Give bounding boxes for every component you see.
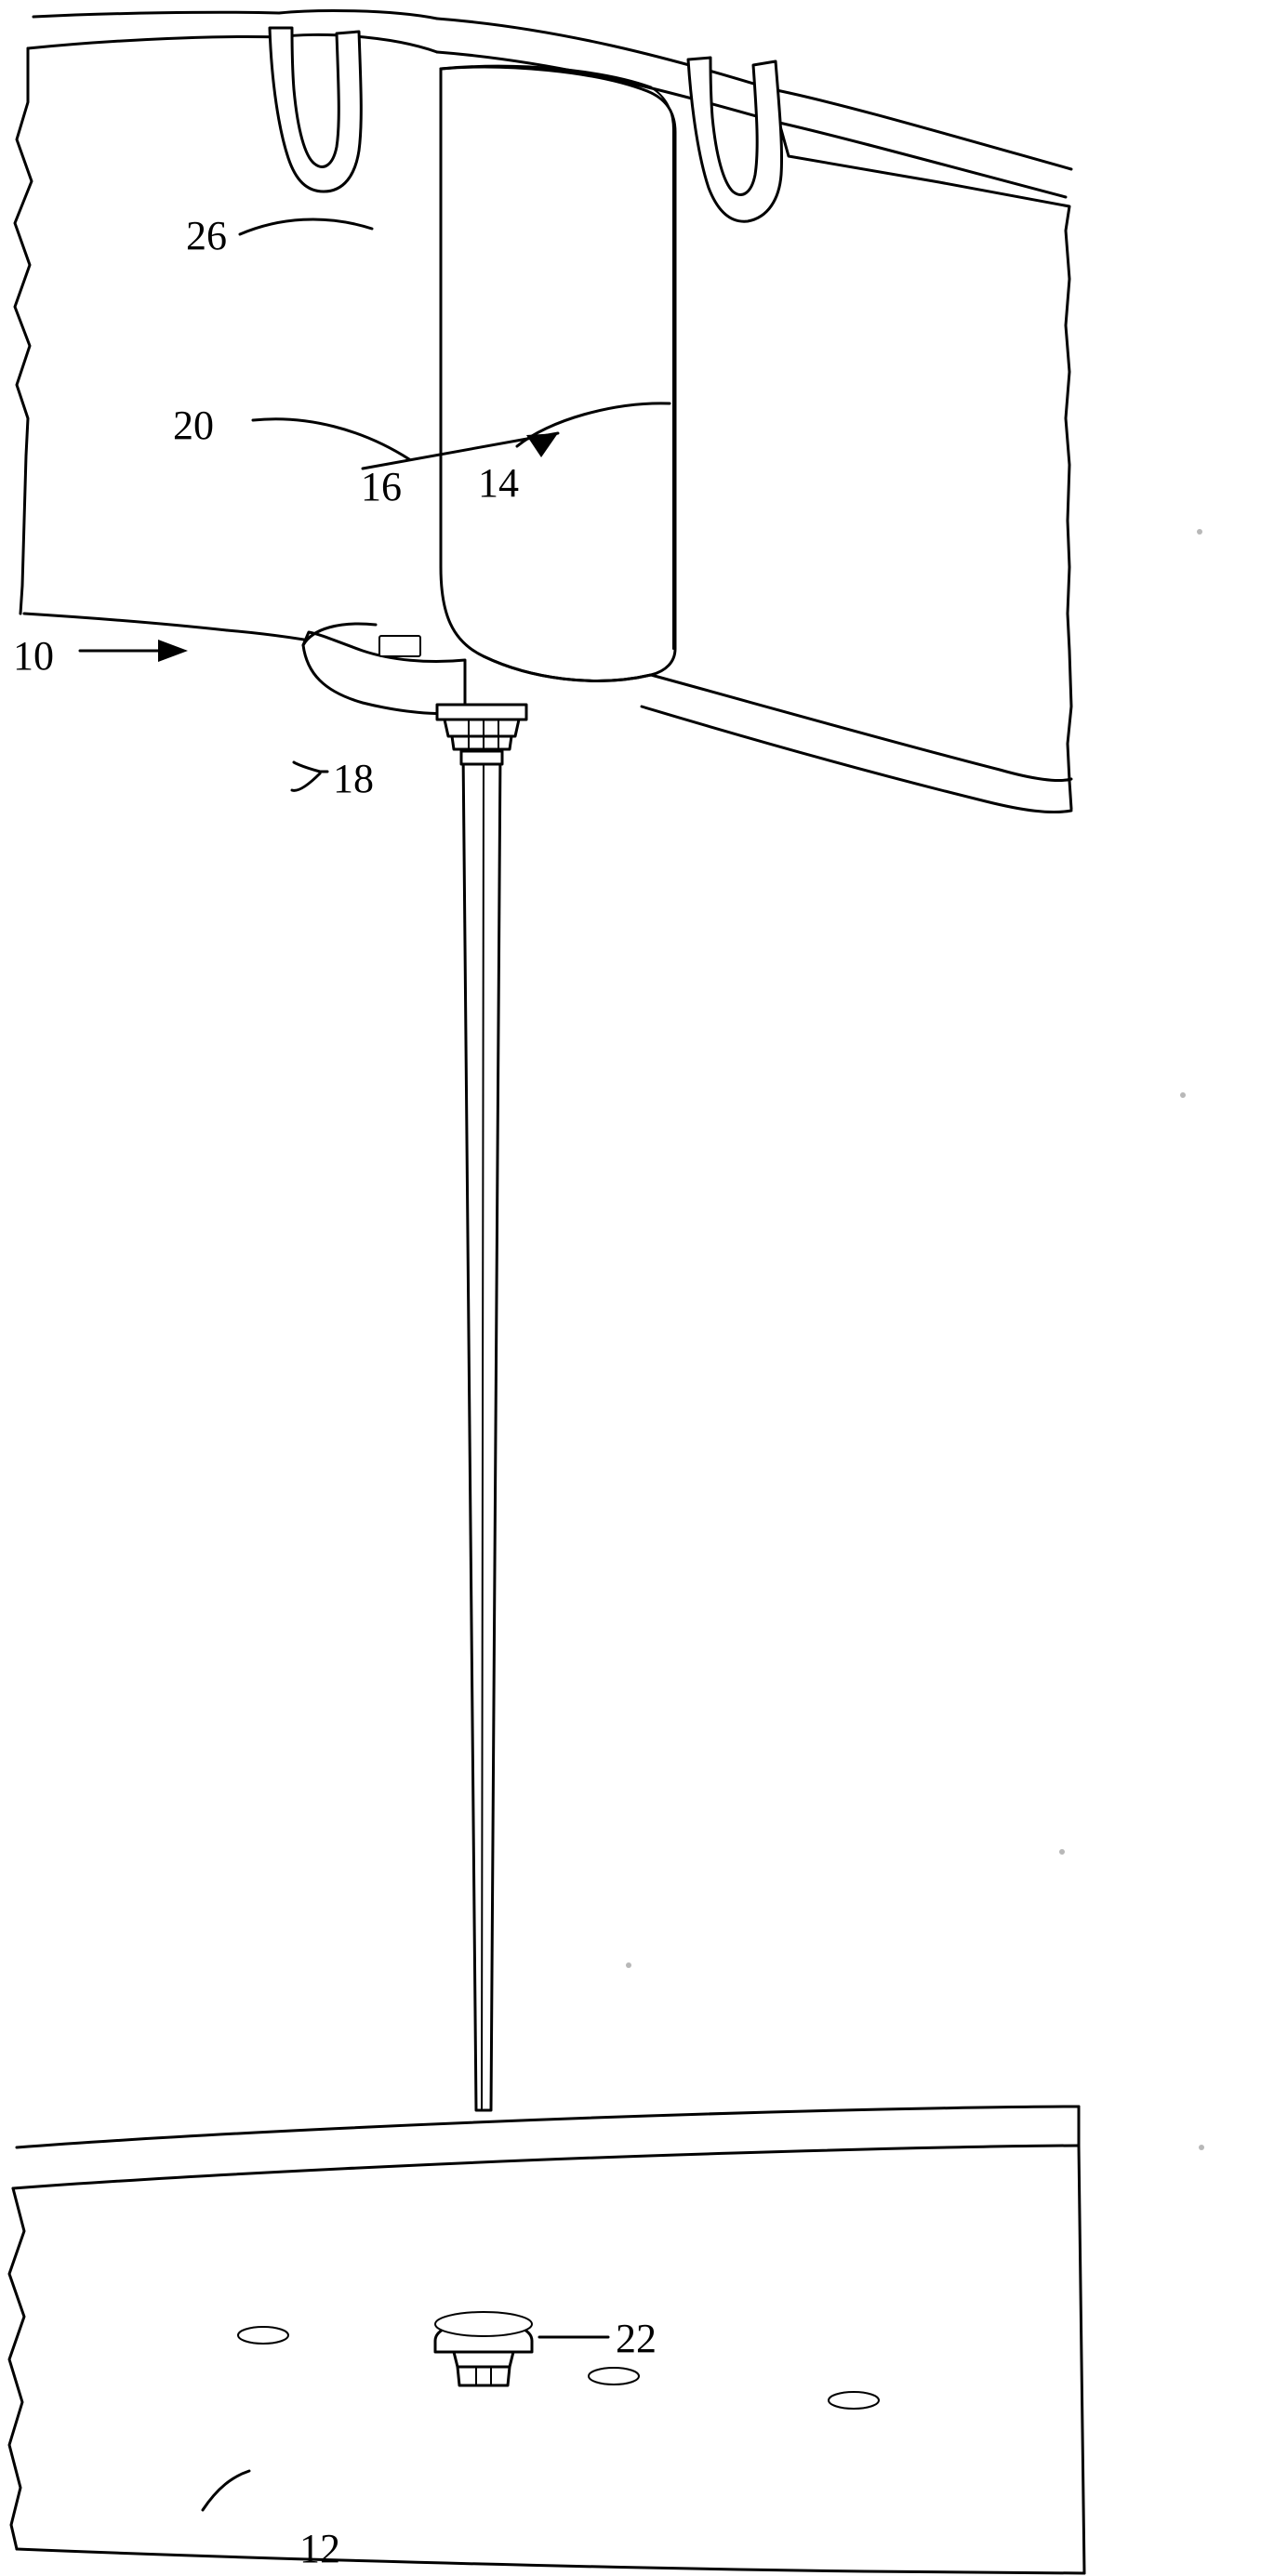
leader-10-arrowhead [158,640,188,662]
scan-speck [626,1962,631,1968]
root-detail-tab [378,635,421,657]
boss-mid [452,2350,515,2369]
shroud-top-edge-left-inner [26,35,281,50]
scan-speck [1197,529,1202,535]
shroud-top-edge-left [32,10,281,19]
base-platform-group [7,2105,1086,2575]
shroud-bottom-sweep-inner [649,673,1073,783]
numeral-12: 12 [299,2526,340,2571]
shroud-top-edge-right-inner [435,50,781,125]
numeral-20: 20 [173,403,214,448]
reference-numerals-group: 26 20 16 14 10 18 22 12 [13,213,657,2571]
shroud-left-broken-edge [13,46,33,615]
leader-20 [251,417,411,461]
clamp-body [443,718,521,738]
airfoil-top-edge [439,64,653,89]
boss-lower [456,2365,511,2387]
shroud-bottom-sweep [640,705,1073,813]
leader-26 [238,218,374,236]
numeral-16: 16 [361,464,402,509]
leader-18-curl [292,760,322,773]
base-hole-left [237,2326,289,2345]
hanger-lug-left [268,26,363,193]
base-hole-center [588,2367,640,2385]
numeral-10: 10 [13,633,54,679]
numeral-22: 22 [616,2316,657,2361]
shroud-left-bottom-edge [22,612,229,632]
numeral-18: 18 [333,756,374,801]
boss-top-ellipse [434,2311,533,2337]
leader-16-arrowhead [526,433,558,457]
blade-airfoil-group [439,64,677,682]
airfoil-bottom-edge [482,654,653,682]
base-bottom-edge [15,2547,1086,2575]
base-left-broken-edge [7,2186,26,2551]
leader-lines-group [78,218,671,2512]
shroud-right-outline [777,121,1073,811]
clamp-upper-plate [435,703,528,721]
numeral-14: 14 [478,460,519,506]
support-rod-centerline [481,754,484,2109]
scan-speck [1180,1092,1186,1098]
base-hole-right [828,2391,880,2410]
base-right-edge [1077,2144,1086,2575]
numeral-26: 26 [186,213,227,258]
scan-artifacts-group [626,529,1204,2150]
rod-upper-collar [459,749,504,766]
airfoil-right-contour [650,86,674,650]
blade-root-group [301,622,528,751]
support-rod-body [461,747,502,2112]
base-top-edge [15,2105,1081,2149]
support-rod-group [459,747,504,2112]
shroud-top-edge-right [435,17,774,91]
shroud-right-top-rail-outer [770,87,1073,171]
leader-18-hook [290,772,322,792]
upper-shroud-group [13,9,1073,813]
scan-speck [1059,1849,1065,1855]
hanger-lug-right [686,56,784,223]
shroud-top-cap [277,9,439,20]
shroud-right-top-rail [777,121,1068,199]
clamp-lower-plate [450,734,513,751]
root-platform-left-top [301,622,378,647]
leader-12 [201,2469,251,2512]
scan-speck [1199,2145,1204,2150]
base-top-edge-2 [11,2144,1081,2190]
leader-14 [515,402,671,448]
airfoil-front-face [439,65,677,682]
